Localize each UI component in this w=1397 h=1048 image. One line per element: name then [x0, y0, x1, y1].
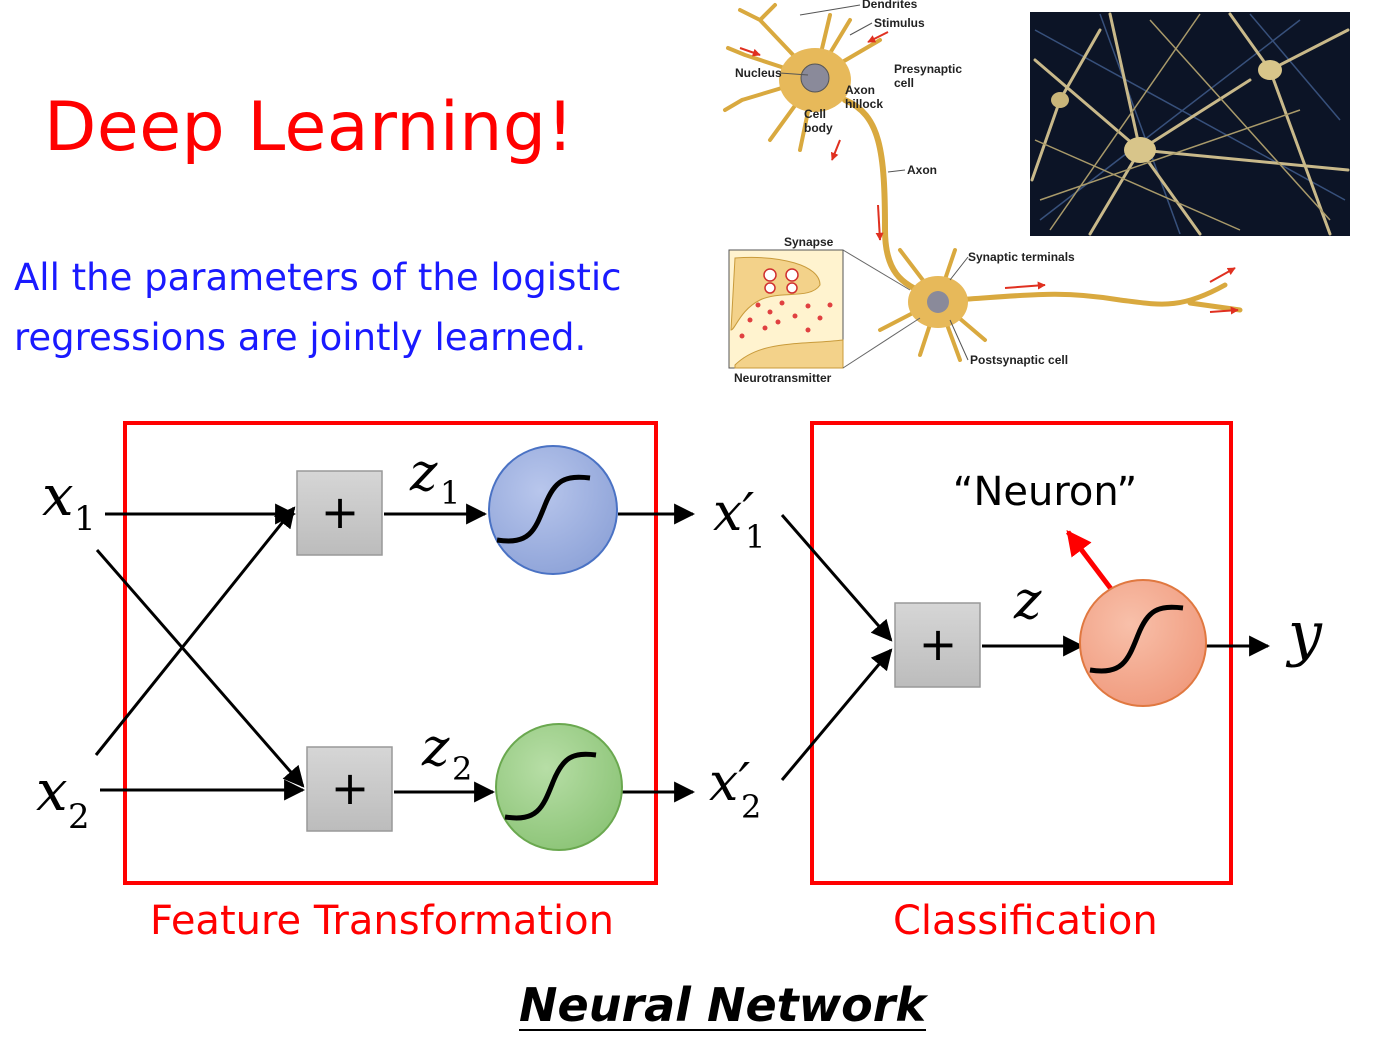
output-y-symbol: y	[1285, 599, 1323, 669]
hidden-out-2-subscript: 2	[741, 788, 761, 826]
sigmoid-node-top	[489, 446, 617, 574]
input-x2-symbol: x	[36, 759, 68, 824]
sigmoid-node-bottom	[496, 724, 622, 850]
sigmoid-node-output	[1080, 580, 1206, 706]
label-axon: Axon	[907, 163, 937, 177]
adder-bottom: +	[307, 747, 392, 831]
caption-classification: Classification	[893, 898, 1158, 944]
adder-top: +	[297, 471, 382, 555]
label-axon-hillock: Axon	[845, 83, 875, 97]
hidden-z2-subscript: 2	[452, 750, 472, 788]
label-dendrites: Dendrites	[862, 0, 918, 11]
label-nucleus: Nucleus	[735, 66, 782, 80]
label-presynaptic: Presynaptic	[894, 62, 962, 76]
label-synapse: Synapse	[784, 235, 834, 249]
adder-output-plus: +	[919, 617, 958, 671]
label-stimulus: Stimulus	[874, 16, 925, 30]
label-presynaptic-cell: cell	[894, 76, 914, 90]
hidden-z1-subscript: 1	[440, 474, 460, 512]
adder-bottom-plus: +	[331, 761, 370, 815]
input-x2-subscript: 2	[68, 797, 90, 837]
hidden-out-1-subscript: 1	[745, 518, 765, 556]
neuron-photo	[1030, 12, 1350, 236]
label-synaptic-terminals: Synaptic terminals	[968, 250, 1075, 264]
hidden-z2-symbol: z	[421, 718, 450, 778]
label-neurotransmitter: Neurotransmitter	[734, 371, 832, 385]
label-postsynaptic-cell: Postsynaptic cell	[970, 353, 1068, 367]
label-cell-body: Cell	[804, 107, 826, 121]
label-cell-body-2: body	[804, 121, 833, 135]
label-axon-hillock-2: hillock	[845, 97, 883, 111]
input-x1-symbol: x	[42, 464, 74, 529]
footer-title: Neural Network	[519, 978, 926, 1032]
caption-feature-transformation: Feature Transformation	[150, 898, 614, 944]
adder-top-plus: +	[321, 485, 360, 539]
hidden-z1-symbol: z	[409, 443, 438, 503]
neuron-label: “Neuron”	[953, 469, 1138, 515]
adder-output: +	[895, 603, 980, 687]
output-z-symbol: z	[1013, 571, 1042, 631]
input-x1-subscript: 1	[74, 499, 96, 539]
